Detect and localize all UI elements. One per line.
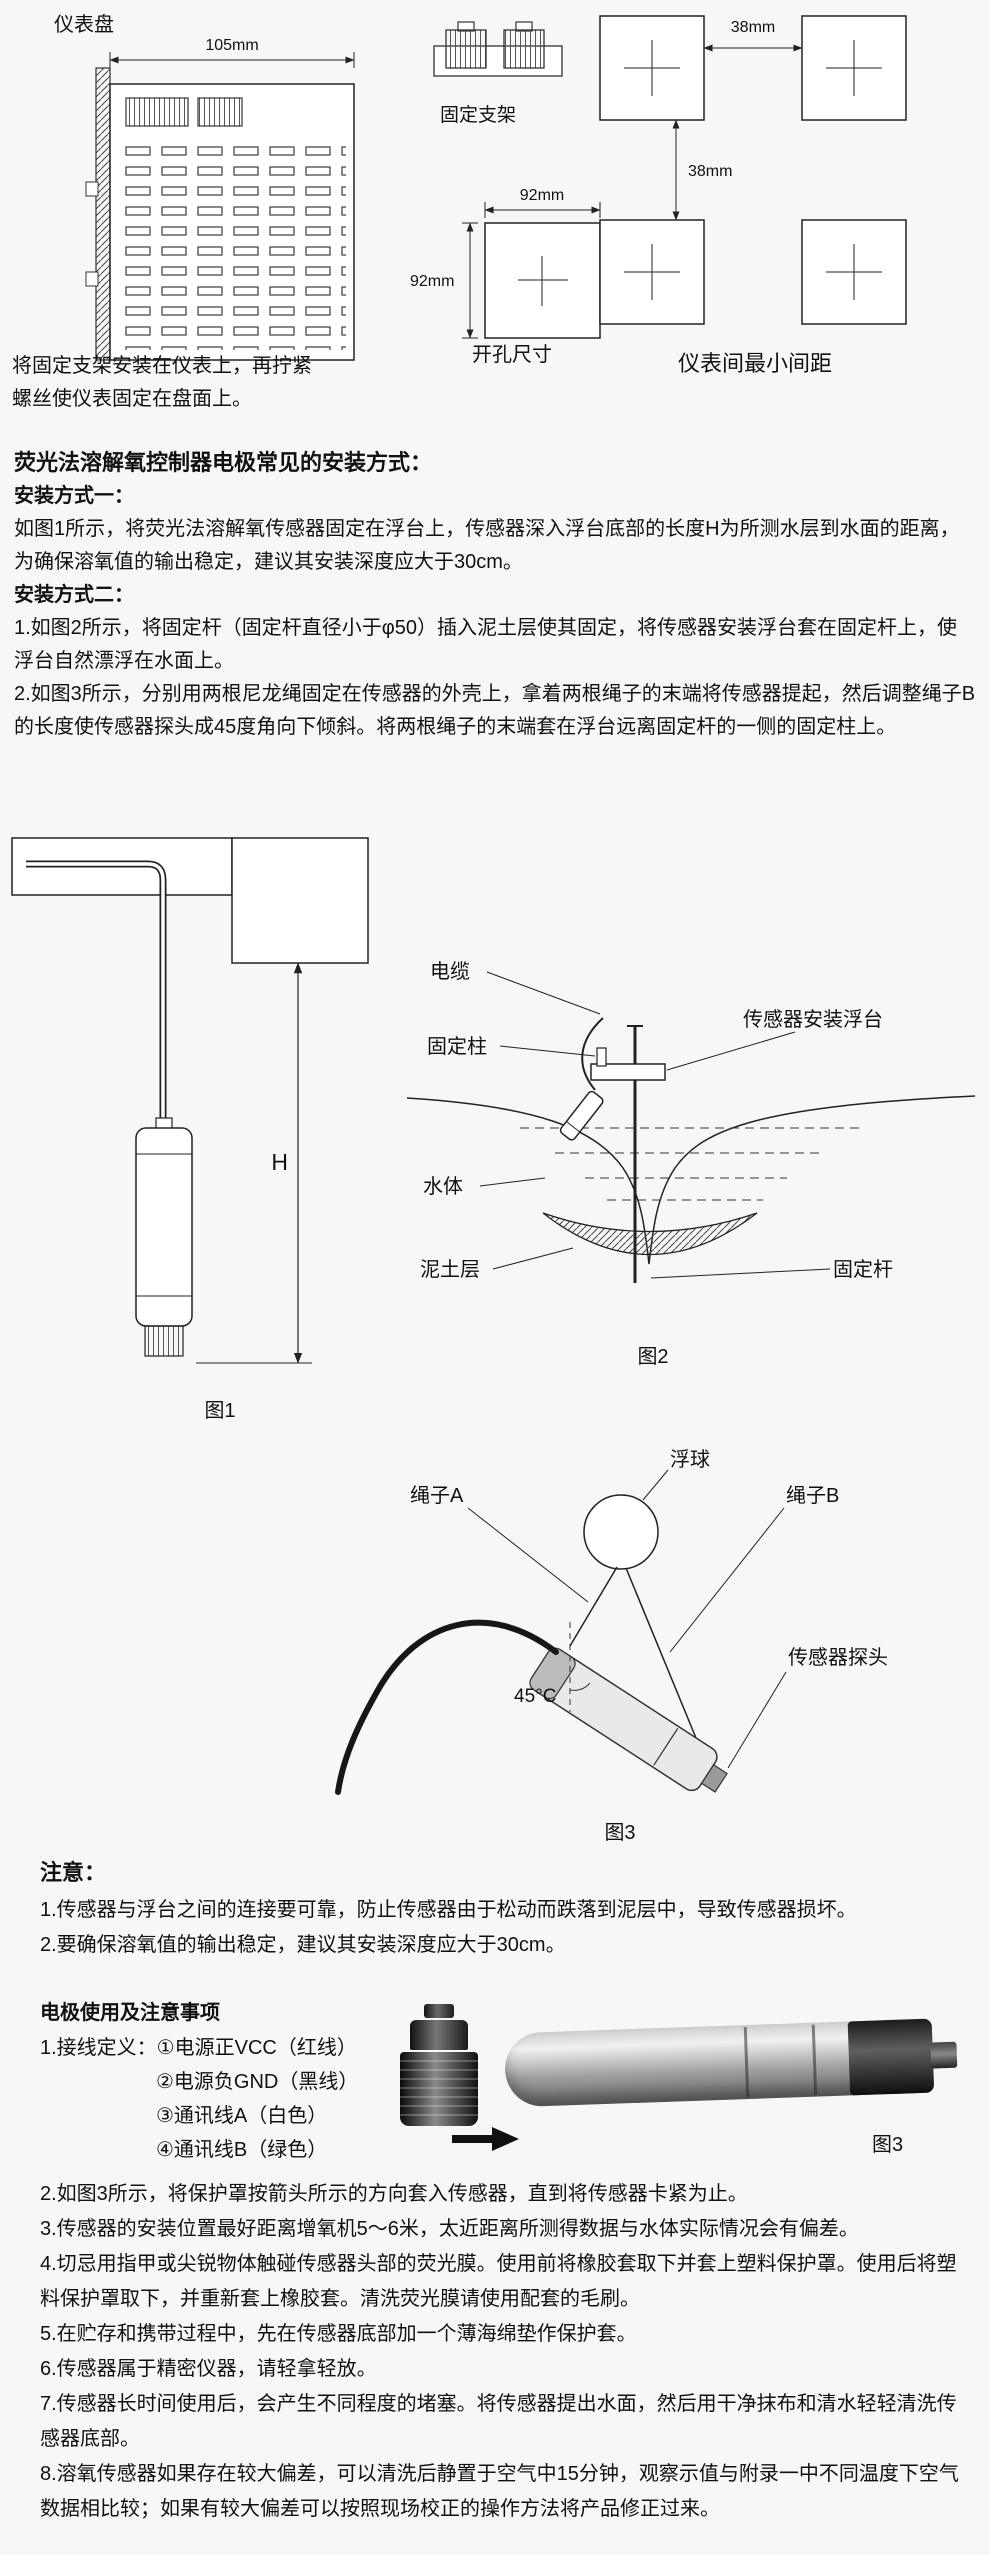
fig3-angle-mark <box>569 1622 591 1712</box>
arrow-right-icon <box>452 2127 519 2151</box>
fig1-sensor <box>135 1117 193 1357</box>
fig3-labels: 浮球 绳子A 绳子B 传感器探头 45°C <box>410 1448 888 1769</box>
wiring-line-3: ③通讯线A（白色） <box>156 2105 328 2127</box>
notice-section: 注意： 1.传感器与浮台之间的连接要可靠，防止传感器由于松动而跌落到泥层中，导致… <box>40 1855 975 1963</box>
method2-step2: 2.如图3所示，分别用两根尼龙绳固定在传感器的外壳上，拿着两根绳子的末端将传感器… <box>14 683 976 738</box>
fig2-cable-curve <box>581 1017 604 1091</box>
svg-text:传感器探头: 传感器探头 <box>788 1646 888 1669</box>
panel-cross-section <box>85 67 111 361</box>
svg-text:92mm: 92mm <box>520 188 564 204</box>
wiring-line-2: ②电源负GND（黑线） <box>156 2071 359 2093</box>
svg-text:固定柱: 固定柱 <box>427 1035 487 1058</box>
svg-text:45°C: 45°C <box>514 1686 556 1707</box>
svg-text:38mm: 38mm <box>688 163 732 180</box>
wiring-line-4: ④通讯线B（绿色） <box>156 2139 328 2161</box>
svg-text:绳子B: 绳子B <box>786 1484 839 1507</box>
fig3-sensor <box>529 1647 728 1793</box>
usage-item-4: 4.切忌用指甲或尖锐物体触碰传感器头部的荧光膜。使用前将橡胶套取下并套上塑料保护… <box>40 2253 957 2310</box>
svg-text:传感器安装浮台: 传感器安装浮台 <box>743 1008 883 1031</box>
svg-text:38mm: 38mm <box>731 19 775 36</box>
bracket-label: 固定支架 <box>440 105 517 126</box>
method2-title: 安装方式二： <box>14 584 134 606</box>
method1-text: 如图1所示，将荧光法溶解氧传感器固定在浮台上，传感器深入浮台底部的长度H为所测水… <box>14 518 960 573</box>
bracket-shape <box>433 21 563 77</box>
method2-step1: 1.如图2所示，将固定杆（固定杆直径小于φ50）插入泥土层使其固定，将传感器安装… <box>14 617 958 672</box>
bracket-caption: 将固定支架安装在仪表上，再拧紧 螺丝使仪表固定在盘面上。 <box>12 350 312 416</box>
usage-item-5: 5.在贮存和携带过程中，先在传感器底部加一个薄海绵垫作保护套。 <box>40 2323 637 2345</box>
meter-body <box>109 83 355 361</box>
sensor-shaft <box>930 2041 958 2069</box>
notice-item-2: 2.要确保溶氧值的输出稳定，建议其安装深度应大于30cm。 <box>40 1934 566 1956</box>
spacing-squares <box>599 15 907 325</box>
svg-text:水体: 水体 <box>423 1175 463 1198</box>
figure2-caption: 图2 <box>637 1346 669 1368</box>
method1-title: 安装方式一： <box>14 485 134 507</box>
svg-text:绳子A: 绳子A <box>410 1484 464 1507</box>
notice-title: 注意： <box>40 1860 107 1885</box>
fig2-mud-layer <box>542 1212 758 1256</box>
sensor-photo <box>503 2018 958 2108</box>
protective-cap-photo <box>400 2004 478 2128</box>
usage-item-8: 8.溶氧传感器如果存在较大偏差，可以清洗后静置于空气中15分钟，观察示值与附录一… <box>40 2463 959 2520</box>
figure3-drawing: 浮球 绳子A 绳子B 传感器探头 45°C <box>335 1448 888 1795</box>
fig1-platform <box>11 837 369 964</box>
spacing-drawing: 38mm 38mm <box>599 15 907 325</box>
notice-item-1: 1.传感器与浮台之间的连接要可靠，防止传感器由于松动而跌落到泥层中，导致传感器损… <box>40 1899 857 1921</box>
bracket-caption-line1: 将固定支架安装在仪表上，再拧紧 <box>12 355 312 377</box>
panel-meter-drawing: 105mm <box>85 37 355 361</box>
wiring-definitions: 1.接线定义：①电源正VCC（红线） ②电源负GND（黑线） ③通讯线A（白色）… <box>40 2031 975 2167</box>
usage-items: 2.如图3所示，将保护罩按箭头所示的方向套入传感器，直到将传感器卡紧为止。 3.… <box>40 2177 975 2527</box>
wiring-line-1: 1.接线定义：①电源正VCC（红线） <box>40 2037 357 2059</box>
cap-knob <box>424 2004 454 2018</box>
usage-item-2: 2.如图3所示，将保护罩按箭头所示的方向套入传感器，直到将传感器卡紧为止。 <box>40 2183 748 2205</box>
usage-item-7: 7.传感器长时间使用后，会产生不同程度的堵塞。将传感器提出水面，然后用干净抹布和… <box>40 2393 957 2450</box>
cap-top <box>410 2020 468 2050</box>
fig2-rod-and-float <box>590 1025 666 1283</box>
fig1-h-dimension: H <box>196 962 312 1364</box>
fig3-float-ball <box>583 1494 659 1570</box>
cap-body <box>400 2052 478 2126</box>
bracket-caption-line2: 螺丝使仪表固定在盘面上。 <box>12 388 252 410</box>
usage-section: 电极使用及注意事项 1.接线定义：①电源正VCC（红线） ②电源负GND（黑线）… <box>40 1996 975 2527</box>
sensor-seam-line <box>743 2027 749 2098</box>
cutout-label: 开孔尺寸 <box>472 344 552 366</box>
usage-item-6: 6.传感器属于精密仪器，请轻拿轻放。 <box>40 2358 377 2380</box>
svg-text:浮球: 浮球 <box>670 1448 710 1471</box>
panel-label: 仪表盘 <box>54 14 114 36</box>
svg-text:固定杆: 固定杆 <box>833 1258 893 1281</box>
sensor-seam-line <box>811 2024 818 2095</box>
install-text: 安装方式一： 如图1所示，将荧光法溶解氧传感器固定在浮台上，传感器深入浮台底部的… <box>14 480 976 744</box>
fig2-labels: 电缆 固定柱 传感器安装浮台 水体 泥土层 固定杆 <box>420 960 893 1281</box>
spacing-label: 仪表间最小间距 <box>677 351 832 376</box>
sensor-connector <box>847 2018 935 2096</box>
cutout-square <box>484 222 601 339</box>
svg-text:H: H <box>271 1149 288 1175</box>
spacing-dimensions: 38mm 38mm <box>672 19 803 221</box>
svg-text:泥土层: 泥土层 <box>420 1258 480 1281</box>
usage-figure-caption: 图3 <box>872 2134 904 2156</box>
figure1-caption: 图1 <box>204 1400 236 1422</box>
svg-text:电缆: 电缆 <box>430 960 470 983</box>
cutout-dimensions: 92mm 92mm <box>410 188 601 339</box>
figure3-caption: 图3 <box>604 1822 636 1844</box>
cutout-drawing: 92mm 92mm <box>410 188 601 339</box>
figure2-drawing: 电缆 固定柱 传感器安装浮台 水体 泥土层 固定杆 <box>406 960 976 1283</box>
fig1-cable <box>26 860 167 1126</box>
fig3-cable-curve <box>335 1619 559 1795</box>
fig3-ropes <box>569 1566 704 1756</box>
dimension-105mm: 105mm <box>109 37 355 68</box>
figure1-drawing: H <box>11 837 369 1364</box>
usage-item-3: 3.传感器的安装位置最好距离增氧机5～6米，太近距离所测得数据与水体实际情况会有… <box>40 2218 859 2240</box>
fig2-sensor <box>559 1090 604 1141</box>
svg-text:92mm: 92mm <box>410 273 454 290</box>
bracket-drawing <box>433 21 563 77</box>
usage-title: 电极使用及注意事项 <box>40 2002 220 2024</box>
svg-text:105mm: 105mm <box>205 37 258 54</box>
install-heading: 荧光法溶解氧控制器电极常见的安装方式： <box>14 450 433 475</box>
